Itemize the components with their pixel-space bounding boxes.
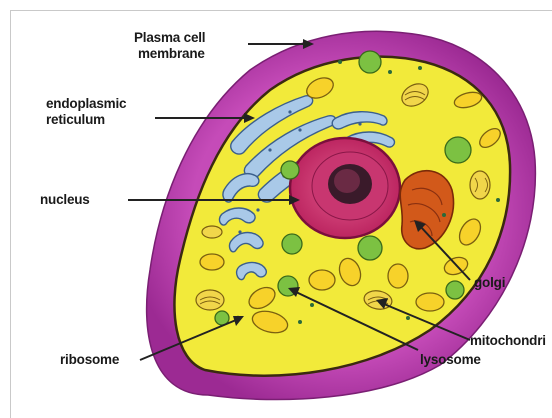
label-golgi: golgi bbox=[474, 275, 505, 291]
label-plasma-membrane: Plasma cell membrane bbox=[134, 30, 205, 62]
label-endoplasmic-reticulum: endoplasmic reticulum bbox=[46, 96, 126, 128]
label-nucleus: nucleus bbox=[40, 192, 90, 208]
label-lysosome: lysosome bbox=[420, 352, 481, 368]
label-ribosome: ribosome bbox=[60, 352, 119, 368]
label-mitochondria: mitochondri bbox=[470, 333, 546, 349]
nucleus bbox=[290, 138, 400, 238]
